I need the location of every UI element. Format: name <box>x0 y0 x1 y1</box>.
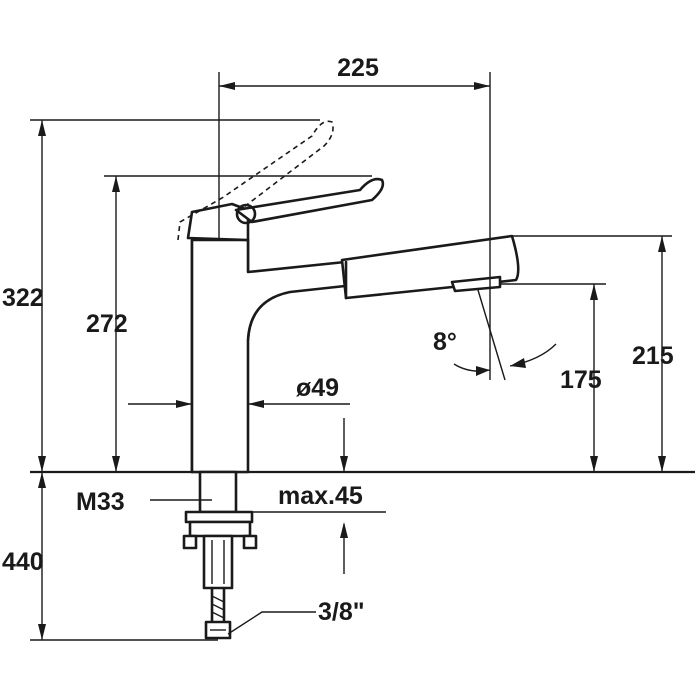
label-m33: M33 <box>76 488 125 516</box>
lever-handle-open-dashed <box>177 120 334 241</box>
label-angle-8: 8° <box>433 328 457 356</box>
faucet-body <box>190 234 520 474</box>
label-diameter-49: ø49 <box>296 374 339 402</box>
label-272: 272 <box>86 310 128 338</box>
dim-322: 322 <box>2 119 320 472</box>
dim-49: ø49 <box>128 374 350 408</box>
dim-175: 175 <box>500 283 606 472</box>
label-215: 215 <box>632 342 674 370</box>
dim-angle-8: 8° <box>433 289 557 381</box>
dim-272: 272 <box>86 175 372 472</box>
label-440: 440 <box>2 548 44 576</box>
label-225: 225 <box>337 54 379 82</box>
dim-440: 440 <box>2 472 218 641</box>
lever-handle <box>186 177 385 242</box>
mounting-assembly <box>182 470 258 640</box>
dim-max-45: max.45 <box>252 482 386 574</box>
label-322: 322 <box>2 284 44 312</box>
dim-215: 215 <box>512 235 674 472</box>
label-3-8: 3/8" <box>318 598 365 626</box>
label-max-45: max.45 <box>278 482 363 510</box>
dim-225: 225 <box>218 54 491 380</box>
label-175: 175 <box>560 366 602 394</box>
dim-m33: M33 <box>76 488 212 516</box>
dim-3-8: 3/8" <box>227 598 365 635</box>
dim-ground-arrow <box>340 418 348 472</box>
